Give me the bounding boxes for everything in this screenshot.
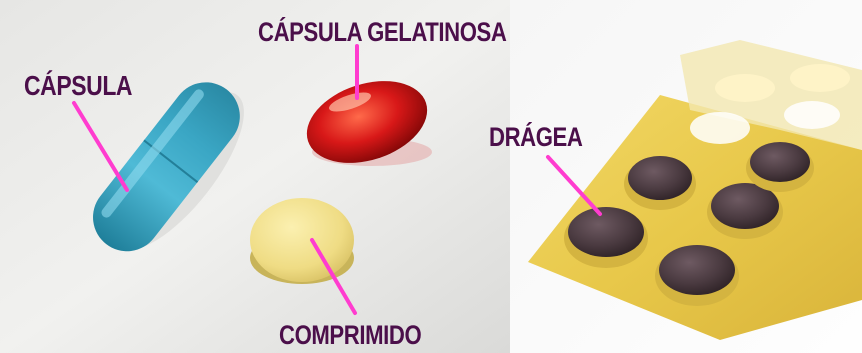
pointer-tablet xyxy=(310,238,357,315)
left-background xyxy=(0,0,510,353)
gel-capsule-pill xyxy=(306,81,432,166)
label-tablet: COMPRIMIDO xyxy=(279,320,422,350)
dragee-pill-2 xyxy=(624,156,696,210)
dragee-pill-3 xyxy=(707,183,783,239)
pointer-capsule xyxy=(72,101,129,192)
dragee-pill-5 xyxy=(655,245,739,306)
capsule-pill xyxy=(93,82,244,252)
label-gel-capsule: CÁPSULA GELATINOSA xyxy=(258,17,507,47)
tablet-pill xyxy=(250,198,354,284)
label-dragee: DRÁGEA xyxy=(489,122,583,152)
pointer-dragee xyxy=(546,155,602,216)
label-capsule: CÁPSULA xyxy=(24,70,133,101)
dragee-pill-1 xyxy=(564,207,648,268)
dragee-pill-4 xyxy=(746,142,814,192)
blister-pack xyxy=(528,40,862,340)
